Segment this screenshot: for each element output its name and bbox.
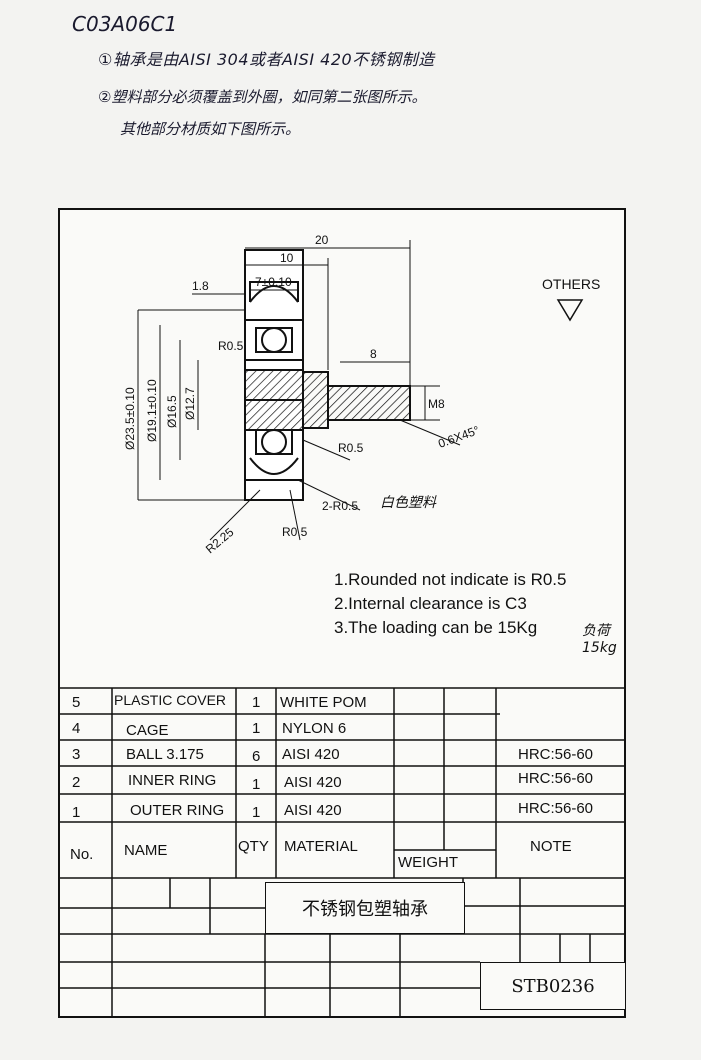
- note-3: 3.The loading can be 15Kg: [334, 618, 538, 637]
- bom-name: CAGE: [126, 722, 169, 739]
- bom-material: NYLON 6: [282, 720, 347, 737]
- bom-no: 1: [72, 804, 81, 821]
- bom-table-grid: [60, 687, 624, 1016]
- bom-material: AISI 420: [284, 802, 342, 819]
- bom-qty: 1: [252, 776, 261, 793]
- dim-12-7: Ø12.7: [183, 387, 197, 420]
- handwritten-line-2: ②塑料部分必须覆盖到外圈，如同第二张图所示。: [98, 88, 427, 106]
- dim-outer: Ø23.5±0.10: [123, 387, 137, 450]
- dim-m8: M8: [428, 397, 445, 411]
- handwritten-material-note: 白色塑料: [380, 495, 436, 511]
- bom-header-weight: WEIGHT: [398, 854, 458, 871]
- note-1: 1.Rounded not indicate is R0.5: [334, 570, 567, 589]
- dim-16-5: Ø16.5: [165, 395, 179, 428]
- drawing-code: STB0236: [480, 962, 626, 1010]
- dim-19-1: Ø19.1±0.10: [145, 379, 159, 442]
- bom-no: 2: [72, 774, 81, 791]
- note-2: 2.Internal clearance is C3: [334, 594, 527, 613]
- dim-7: 7±0.10: [255, 275, 292, 289]
- dim-r05-a: R0.5: [218, 339, 244, 353]
- bom-material: AISI 420: [284, 774, 342, 791]
- handwritten-line-1: ①轴承是由AISI 304或者AISI 420不锈钢制造: [98, 50, 435, 69]
- bom-name: INNER RING: [128, 772, 217, 789]
- surface-finish-icon: [556, 299, 584, 322]
- bom-note: HRC:56-60: [518, 770, 594, 787]
- dim-r05-c: R0.5: [282, 525, 308, 539]
- bom-header-no: No.: [70, 846, 94, 863]
- bom-material: WHITE POM: [280, 694, 367, 711]
- bearing-drawing: 20 10 7±0.10 1.8 8 M8 Ø23.5±0.10 Ø19.1±0…: [60, 233, 624, 1016]
- bom-no: 5: [72, 694, 81, 711]
- handwritten-title: C03A06C1: [72, 12, 178, 36]
- handwritten-line-3: 其他部分材质如下图所示。: [120, 120, 301, 138]
- dim-10: 10: [280, 251, 294, 265]
- dim-20: 20: [315, 233, 329, 247]
- dim-1-8: 1.8: [192, 279, 209, 293]
- bom-note: HRC:56-60: [518, 746, 594, 763]
- handwritten-load-note: 负荷15kg: [582, 623, 617, 656]
- bom-header-note: NOTE: [530, 838, 572, 855]
- others-label: OTHERS: [542, 276, 601, 292]
- dim-chamfer: 0.6X45°: [436, 423, 481, 451]
- bom-note: HRC:56-60: [518, 800, 594, 817]
- dim-r05-b: R0.5: [338, 441, 364, 455]
- bom-qty: 1: [252, 720, 261, 737]
- drawing-title: 不锈钢包塑轴承: [265, 882, 465, 934]
- dim-2-r05: 2-R0.5: [322, 499, 358, 513]
- drawing-sheet: 20 10 7±0.10 1.8 8 M8 Ø23.5±0.10 Ø19.1±0…: [58, 208, 626, 1018]
- dimension-lines: [137, 240, 461, 541]
- bom-name: PLASTIC COVER: [114, 692, 227, 708]
- bom-header-material: MATERIAL: [284, 838, 358, 855]
- bom-material: AISI 420: [282, 746, 340, 763]
- bom-name: OUTER RING: [130, 802, 225, 819]
- dim-8: 8: [370, 347, 377, 361]
- bom-header-qty: QTY: [238, 838, 269, 855]
- bom-qty: 1: [252, 694, 261, 711]
- bom-no: 3: [72, 746, 81, 763]
- bom-no: 4: [72, 720, 81, 737]
- bom-qty: 1: [252, 804, 261, 821]
- bom-header-name: NAME: [124, 842, 168, 859]
- bom-qty: 6: [252, 748, 261, 765]
- bom-name: BALL 3.175: [126, 746, 204, 763]
